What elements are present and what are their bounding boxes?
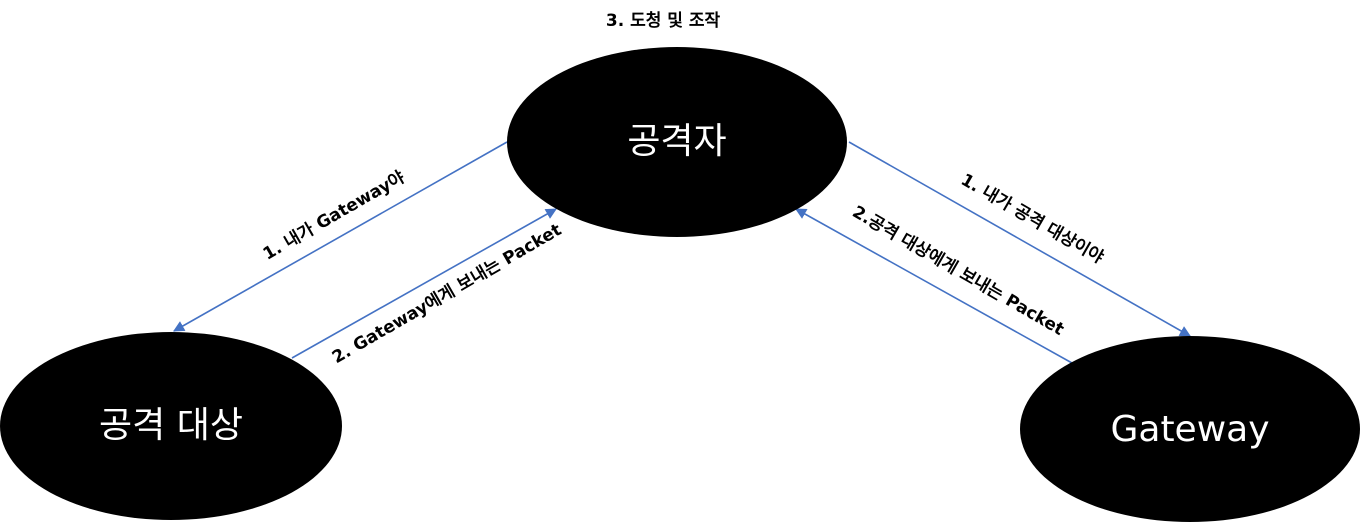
edge-attacker-to-gateway bbox=[848, 141, 1191, 337]
edge-attacker-to-victim bbox=[173, 141, 508, 332]
edge-gateway-to-attacker bbox=[795, 208, 1073, 364]
node-attacker-shape bbox=[507, 47, 847, 237]
edge-label-attacker-to-gateway: 1. 내가 공격 대상이야 bbox=[957, 170, 1107, 268]
node-attacker: 공격자 bbox=[507, 47, 847, 237]
node-gateway: Gateway bbox=[1020, 336, 1360, 522]
node-gateway-shape bbox=[1020, 336, 1360, 522]
edge-victim-to-attacker bbox=[291, 208, 557, 359]
node-victim: 공격 대상 bbox=[0, 332, 342, 520]
node-attacker-label: 공격자 bbox=[627, 121, 726, 162]
edge-label-victim-to-attacker: 2. Gateway에게 보내는 Packet bbox=[329, 220, 565, 368]
node-victim-label: 공격 대상 bbox=[99, 405, 243, 446]
edge-label-attacker-to-victim: 1. 내가 Gateway야 bbox=[260, 167, 409, 264]
node-victim-shape bbox=[0, 332, 342, 520]
diagram-title: 3. 도청 및 조작 bbox=[606, 10, 721, 31]
node-gateway-label: Gateway bbox=[1110, 409, 1269, 450]
